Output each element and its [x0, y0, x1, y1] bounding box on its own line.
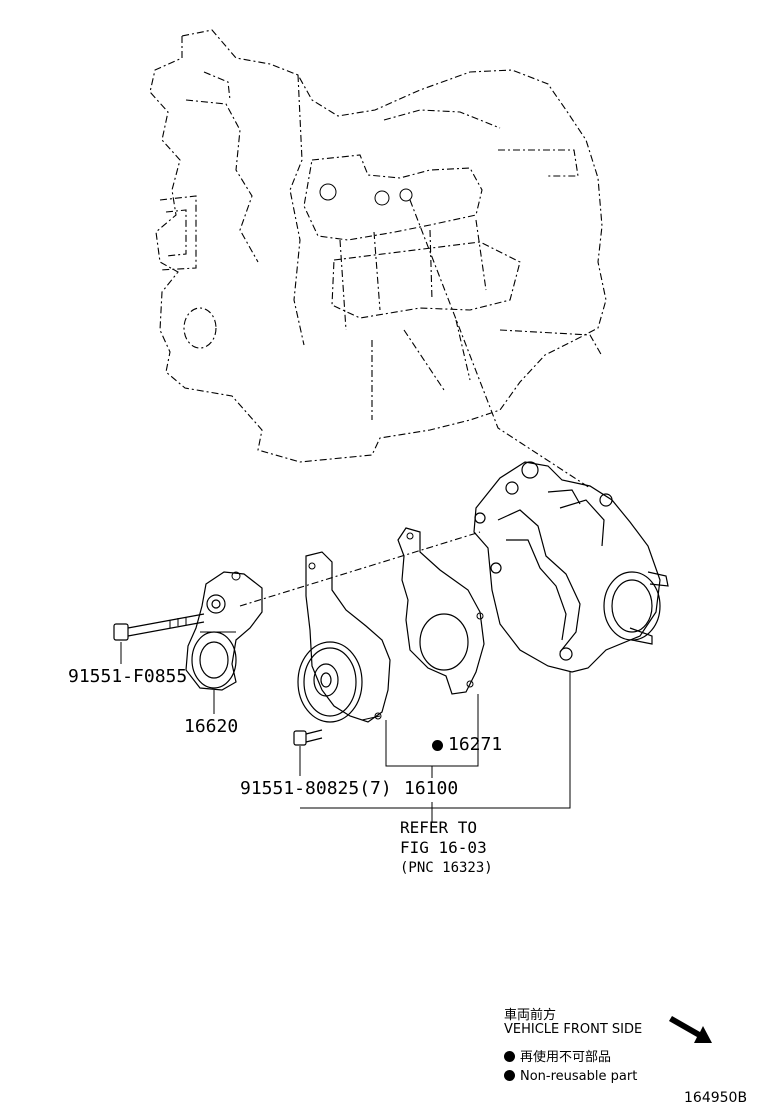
- legend-nonreusable-en: Non-reusable part: [520, 1069, 638, 1084]
- legend-front-jp: 車両前方: [504, 1008, 557, 1023]
- gasket-16271: [397, 527, 485, 695]
- legend-dot-icon: [504, 1051, 515, 1062]
- legend-dot-icon: [504, 1070, 515, 1081]
- belt-tensioner-16620: [185, 571, 263, 691]
- non-reusable-dot-icon: [432, 740, 443, 751]
- assembly-line-tensioner: [239, 531, 481, 607]
- callout-leader-lines: [120, 642, 571, 822]
- refer-line-1: REFER TO: [400, 818, 478, 837]
- bolt-80825: [293, 729, 323, 746]
- vehicle-front-arrow-icon: [669, 1016, 712, 1043]
- pump-cover-with-pulley: [297, 551, 391, 723]
- legend-nonreusable-en-row: Non-reusable part: [504, 1069, 637, 1084]
- figure-id: 164950B: [684, 1090, 748, 1106]
- bolt-f0855: [113, 613, 205, 641]
- refer-line-2: FIG 16-03: [400, 838, 487, 857]
- legend-front-en: VEHICLE FRONT SIDE: [504, 1022, 643, 1037]
- engine-block-outline: [149, 29, 607, 463]
- part-number-bolt-tensioner: 91551-F0855: [68, 666, 188, 687]
- part-number-tensioner: 16620: [184, 716, 239, 737]
- part-number-gasket: 16271: [432, 734, 502, 755]
- part-number-bolt-pump: 91551-80825(7): [240, 778, 392, 799]
- legend-nonreusable-jp: 再使用不可部品: [520, 1050, 612, 1065]
- part-number-water-pump: 16100: [404, 778, 459, 799]
- gasket-number-text: 16271: [448, 734, 503, 755]
- assembly-line-pump: [409, 199, 591, 489]
- refer-line-3: (PNC 16323): [400, 860, 493, 876]
- legend-nonreusable-jp-row: 再使用不可部品: [504, 1046, 611, 1065]
- water-pump-housing: [473, 461, 669, 673]
